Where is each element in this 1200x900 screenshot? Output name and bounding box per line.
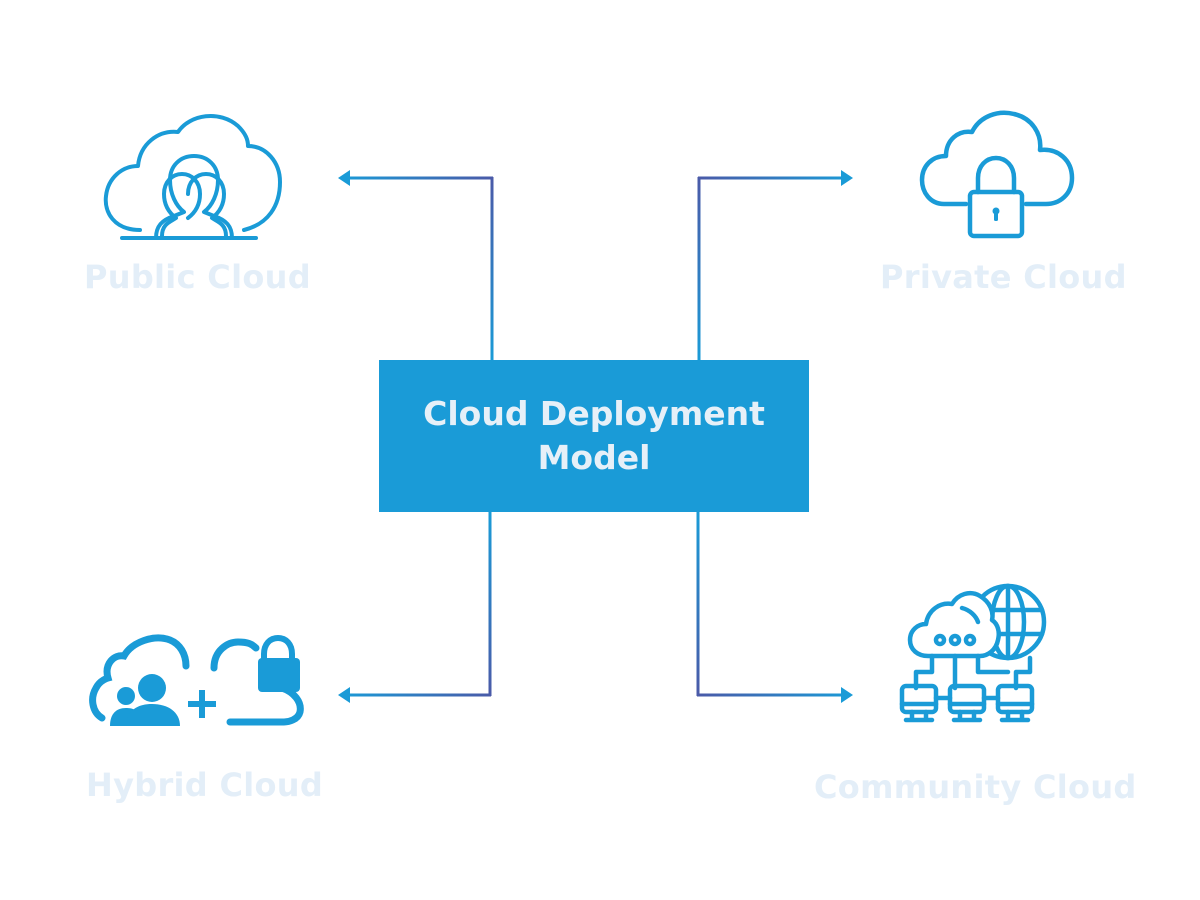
node-label-hybrid: Hybrid Cloud <box>86 766 324 804</box>
arrowhead-hybrid <box>338 687 350 703</box>
center-node: Cloud Deployment Model <box>379 360 809 512</box>
center-title-line2: Model <box>537 438 651 477</box>
hybrid-cloud-icon <box>89 634 304 726</box>
node-label-public: Public Cloud <box>84 258 311 296</box>
cloud-lock-icon <box>919 110 1075 239</box>
node-label-community: Community Cloud <box>814 768 1137 806</box>
arrowhead-community <box>841 687 853 703</box>
node-label-private: Private Cloud <box>880 258 1127 296</box>
cloud-users-icon <box>103 113 282 240</box>
arrowhead-private <box>841 170 853 186</box>
center-title-line1: Cloud Deployment <box>423 394 765 433</box>
arrowhead-public <box>338 170 350 186</box>
cloud-network-globe-icon <box>899 583 1047 723</box>
